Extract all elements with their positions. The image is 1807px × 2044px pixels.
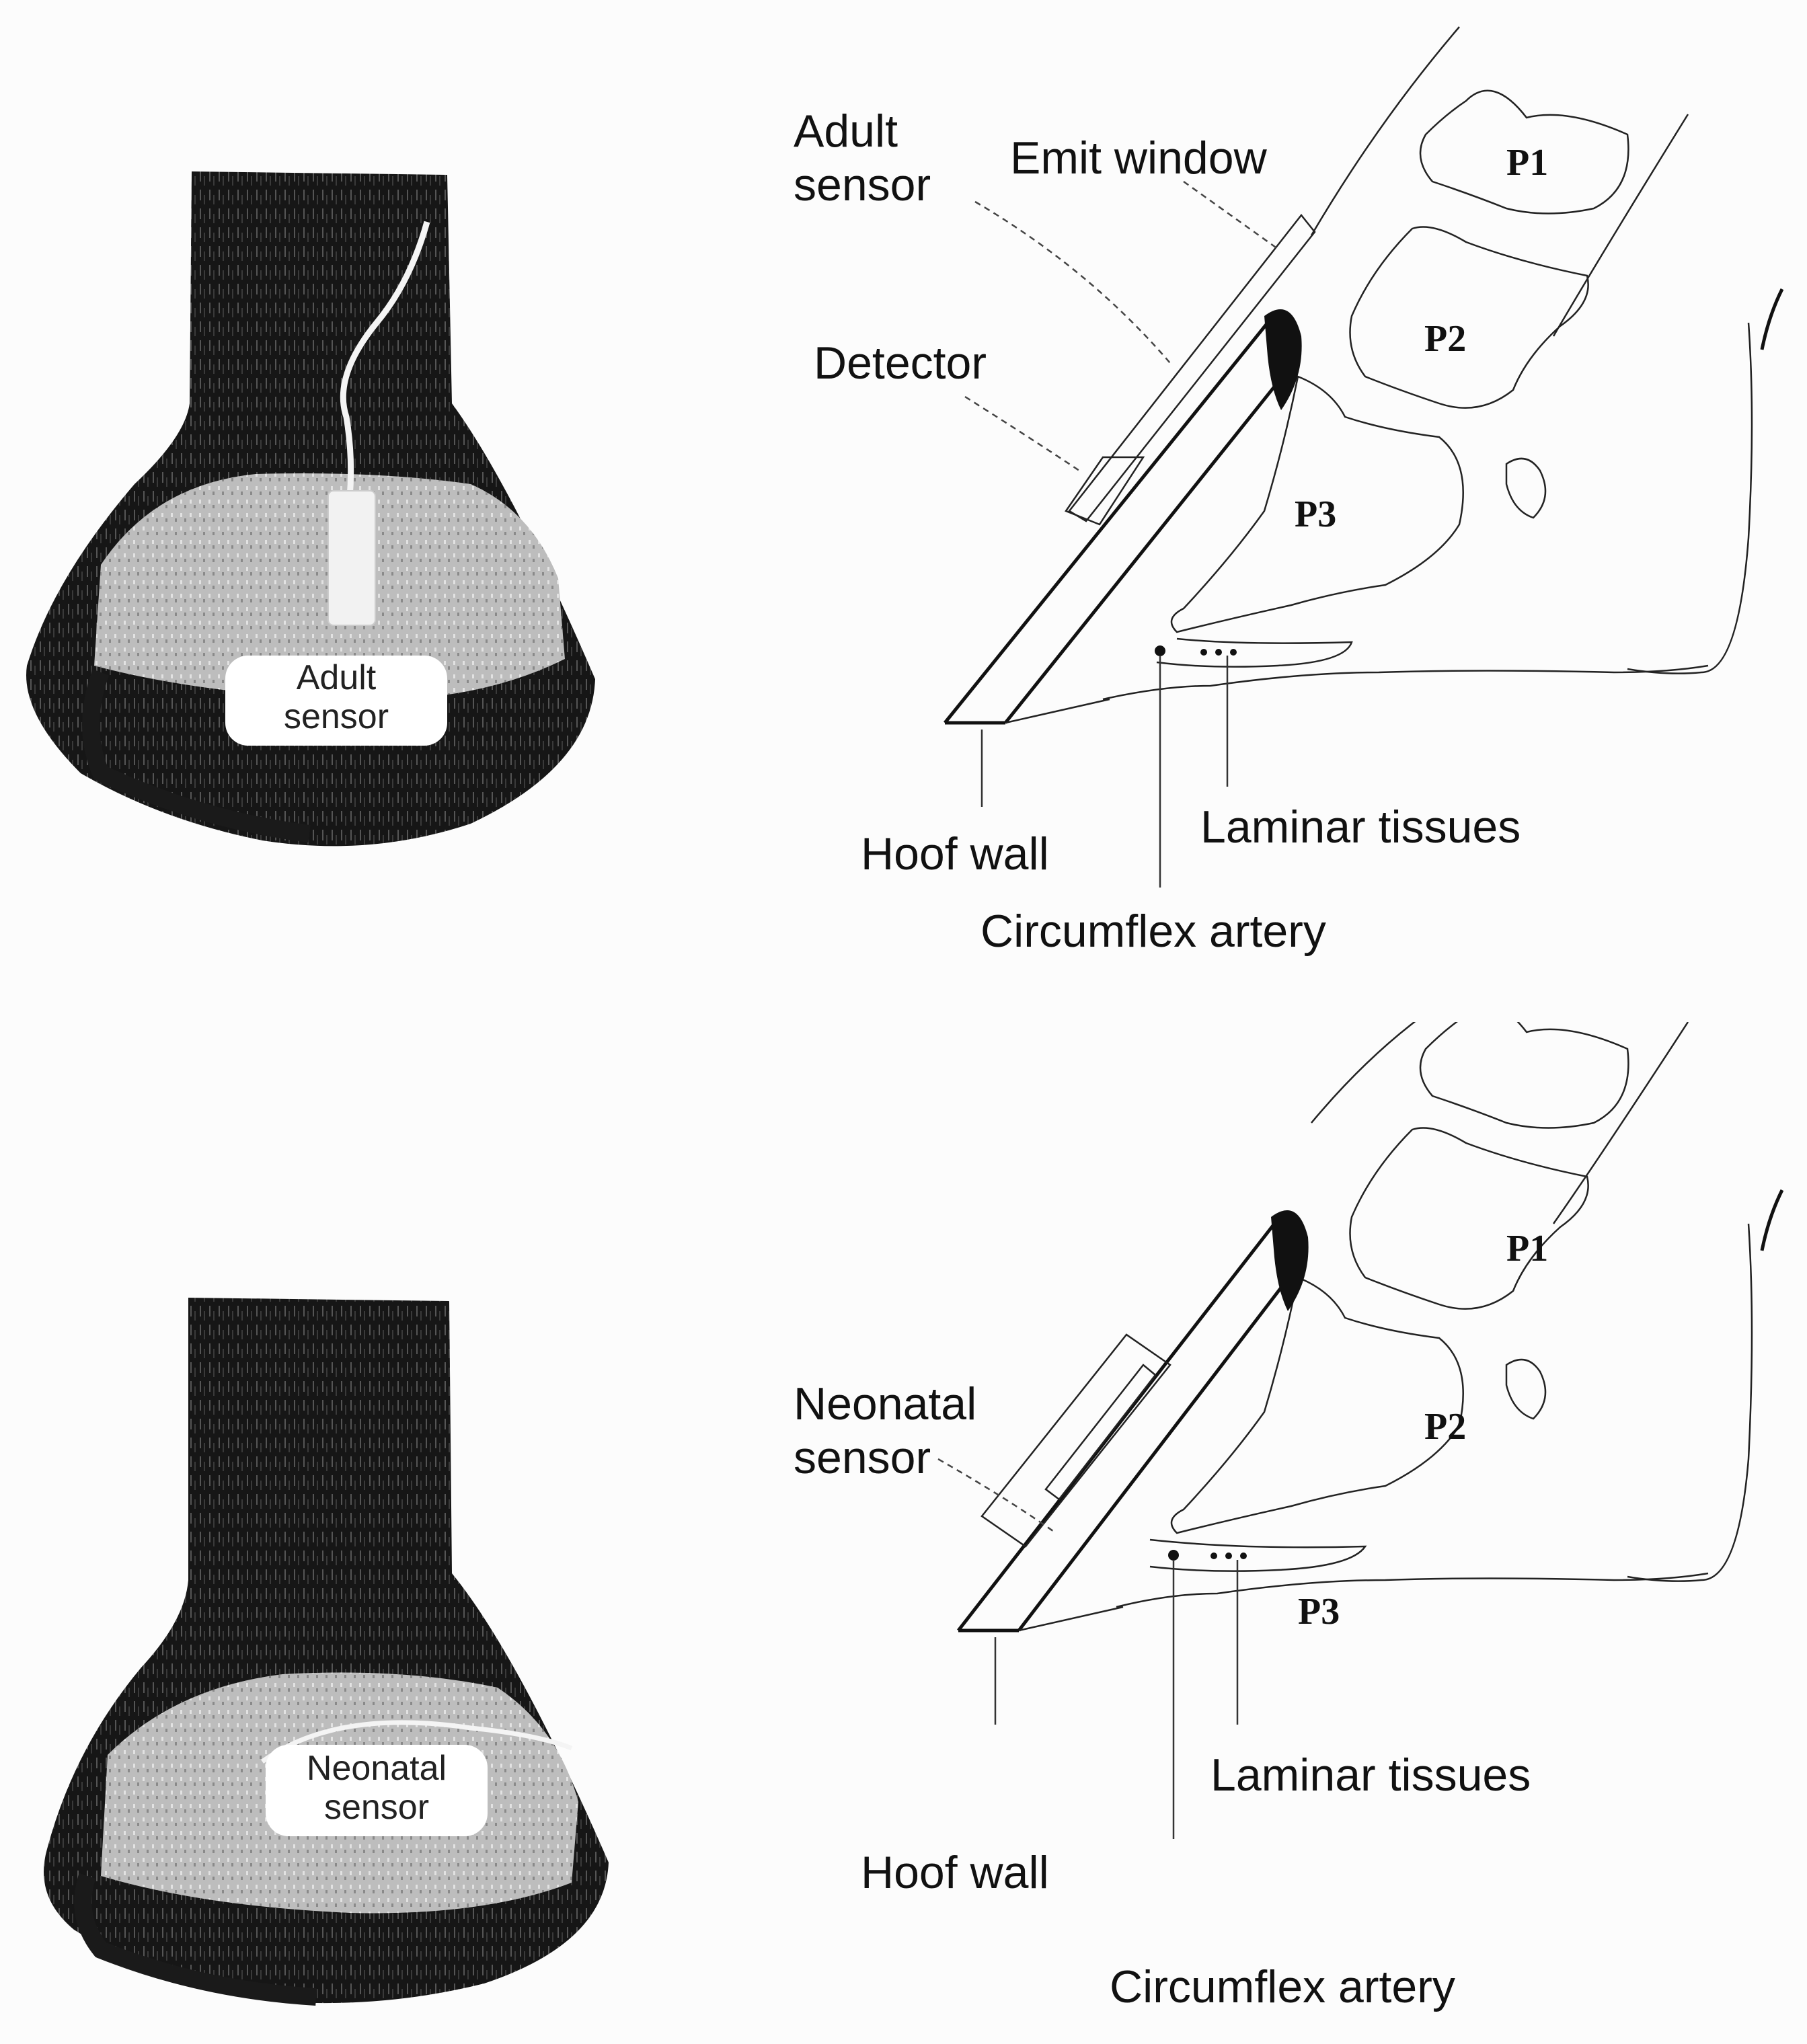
label-p2: P2 xyxy=(1424,1405,1466,1448)
bone-p1 xyxy=(1420,1022,1628,1128)
label-laminar-tissues: Laminar tissues xyxy=(1200,800,1521,854)
label-emit-window: Emit window xyxy=(1010,131,1267,185)
label-neonatal-sensor: Neonatal sensor xyxy=(794,1377,976,1485)
label-adult-sensor: Adult sensor xyxy=(794,104,931,212)
label-laminar-tissues: Laminar tissues xyxy=(1210,1748,1531,1802)
hoof-wall xyxy=(958,1224,1274,1630)
skin-outline xyxy=(1311,1022,1453,1123)
label-p3: P3 xyxy=(1295,493,1336,536)
bone-p3 xyxy=(1171,1278,1463,1533)
neonatal-sensor-panel: Neonatal sensor Neonatal sensor P1 P2 P3 xyxy=(0,1022,1807,2044)
label-circumflex-artery: Circumflex artery xyxy=(1110,1960,1455,2014)
label-p1: P1 xyxy=(1506,141,1548,184)
bone-p2 xyxy=(1350,1128,1588,1309)
label-p1: P1 xyxy=(1506,1227,1548,1270)
label-hoof-wall: Hoof wall xyxy=(861,827,1049,881)
label-hoof-wall: Hoof wall xyxy=(861,1846,1049,1899)
label-detector: Detector xyxy=(814,336,987,390)
label-p2: P2 xyxy=(1424,317,1466,360)
label-circumflex-artery: Circumflex artery xyxy=(981,904,1326,958)
hoof-wall xyxy=(945,323,1268,723)
label-p3: P3 xyxy=(1298,1590,1340,1633)
adult-sensor-panel: Adult sensor xyxy=(0,0,1807,1022)
bone-p2 xyxy=(1350,227,1588,408)
skin-outline xyxy=(1311,27,1459,235)
